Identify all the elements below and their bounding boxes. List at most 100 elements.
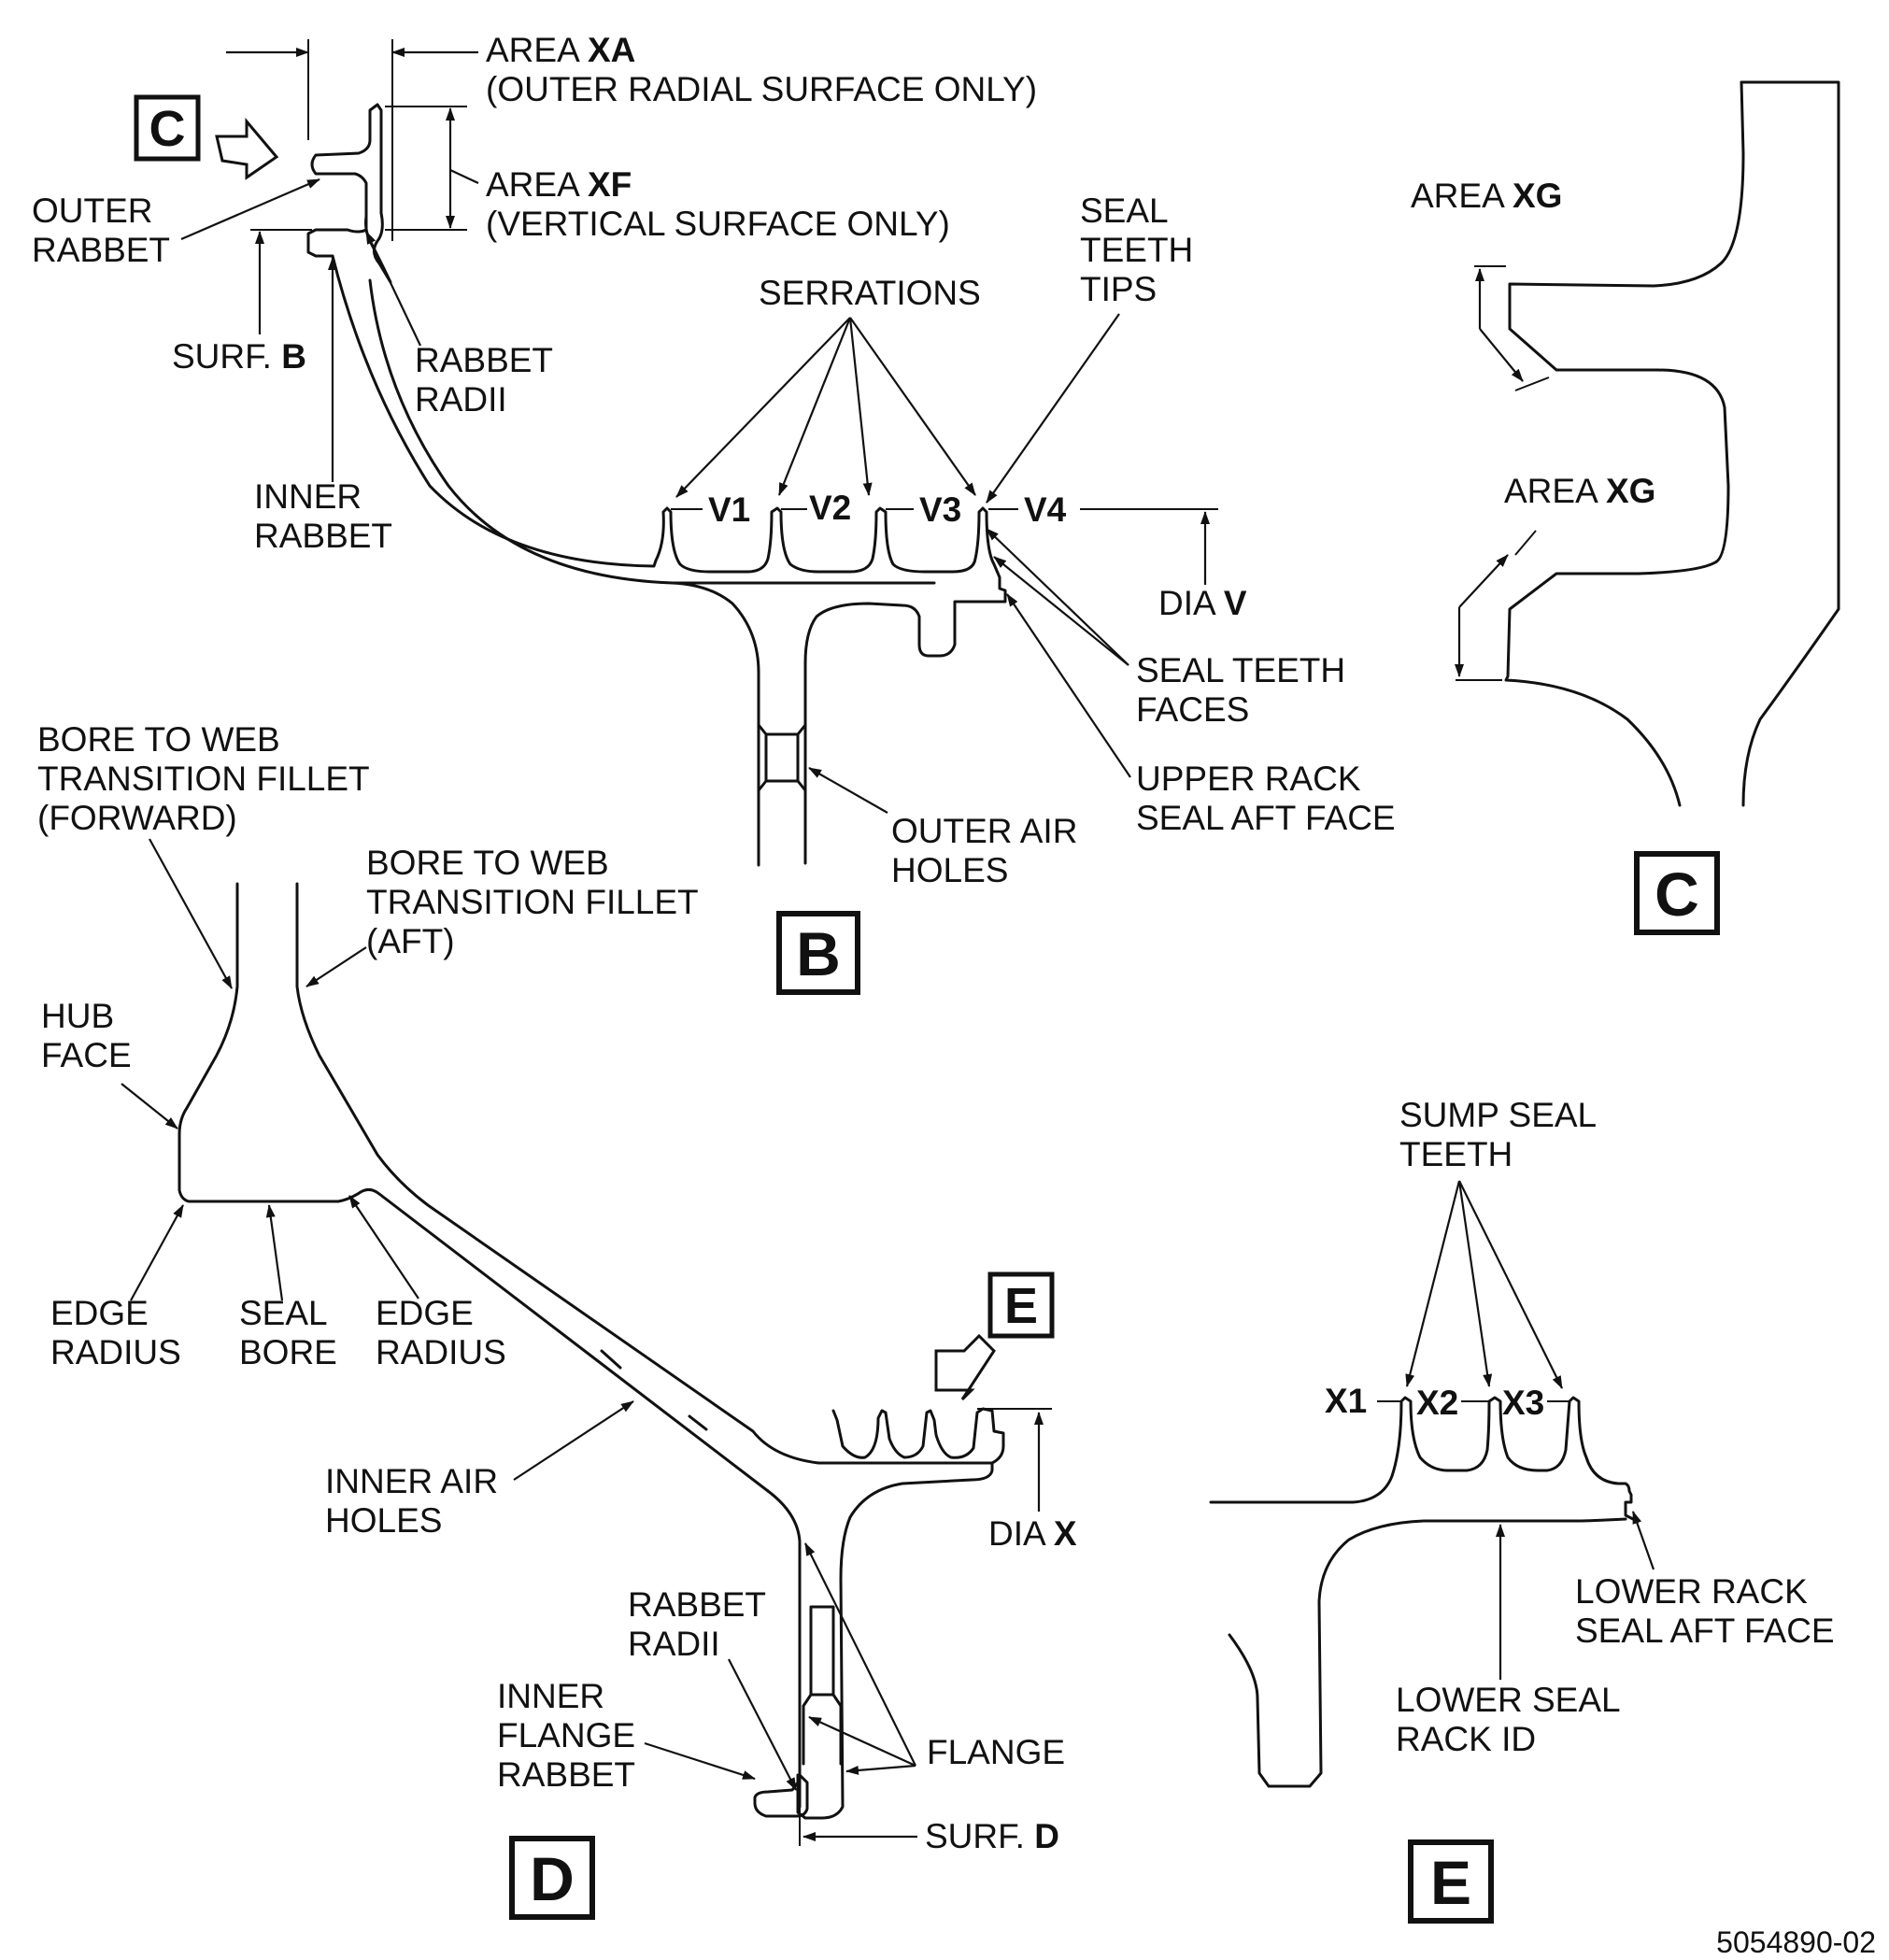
upper-rack-line-2: SEAL AFT FACE — [1136, 799, 1396, 837]
view-b-seal-teeth-outline — [654, 506, 1007, 604]
outer-rabbet-leader — [180, 178, 320, 241]
view-d-lower-rack — [796, 1461, 994, 1820]
edge-radius-left-line-1: EDGE — [50, 1294, 149, 1332]
serrations-leader-4 — [849, 317, 976, 496]
view-b-web-outer — [331, 254, 658, 568]
view-d-hub-left — [178, 882, 770, 1493]
view-d-inner-flange-rabbet — [753, 1773, 809, 1818]
upper-rack-line-1: UPPER RACK — [1136, 760, 1361, 798]
d-rabbet-radii-line-1: RABBET — [628, 1585, 766, 1624]
xg1-ext2 — [1514, 376, 1550, 391]
outer-rabbet-line-1: OUTER — [32, 192, 153, 230]
bore-aft-line-2: TRANSITION FILLET — [366, 883, 699, 921]
serrations-leader-2 — [777, 317, 852, 496]
outer-air-holes-line-2: HOLES — [891, 851, 1008, 889]
rabbet-radii-line-2: RADII — [415, 380, 507, 419]
serrations-leader-1 — [675, 317, 851, 498]
flange-leader-1 — [804, 1542, 916, 1767]
edge-radius-right-line-2: RADIUS — [376, 1333, 506, 1371]
area-xf-label: AREA XF — [486, 165, 632, 204]
view-label-c-small: C — [134, 94, 201, 162]
outer-rabbet-line-2: RABBET — [32, 231, 170, 269]
xf-leader — [449, 169, 479, 184]
bore-fwd-leader — [149, 838, 233, 989]
view-b-group — [180, 39, 1218, 867]
seal-teeth-tips-line-3: TIPS — [1080, 270, 1157, 308]
view-d-flange-holes — [802, 1605, 843, 1766]
rabbet-radii-leader — [365, 231, 421, 347]
view-b-web-to-stem — [671, 581, 760, 867]
view-d-flange — [766, 1489, 802, 1809]
flange-leader-3 — [845, 1764, 916, 1775]
serrations-label: SERRATIONS — [759, 274, 981, 312]
seal-teeth-faces-leader-2 — [993, 556, 1129, 666]
lower-seal-rack-id-line-1: LOWER SEAL — [1396, 1681, 1621, 1719]
view-label-e-small: E — [987, 1271, 1055, 1339]
xg1-dim2 — [1479, 328, 1524, 382]
flange-label: FLANGE — [927, 1733, 1065, 1771]
bore-fwd-line-2: TRANSITION FILLET — [37, 760, 370, 798]
lower-rack-line-1: LOWER RACK — [1575, 1572, 1808, 1611]
inner-air-holes-leader — [513, 1400, 634, 1481]
surf-b-label: SURF. B — [172, 337, 306, 376]
lower-rack-line-2: SEAL AFT FACE — [1575, 1612, 1835, 1650]
view-c-right-edge — [1740, 80, 1840, 807]
inner-rabbet-line-2: RABBET — [254, 517, 392, 555]
seal-teeth-tips-line-2: TEETH — [1080, 231, 1193, 269]
bore-aft-leader — [305, 946, 367, 987]
seal-teeth-tips-leader — [986, 313, 1120, 504]
d-rabbet-radii-line-2: RADII — [628, 1625, 720, 1663]
view-e-small-letter: E — [1004, 1278, 1038, 1334]
seal-teeth-tips-line-1: SEAL — [1080, 192, 1169, 230]
sump-seal-leader-3 — [1458, 1180, 1563, 1389]
tooth-label-v4: V4 — [1024, 490, 1067, 529]
xg2-dim — [1458, 554, 1509, 608]
seal-teeth-faces-line-2: FACES — [1136, 690, 1249, 729]
bore-aft-line-1: BORE TO WEB — [366, 844, 609, 882]
view-label-c: C — [1634, 851, 1720, 935]
area-xa-label: AREA XA — [486, 31, 635, 69]
outer-air-holes-line-1: OUTER AIR — [891, 812, 1077, 850]
edge-radius-left-leader — [130, 1204, 184, 1301]
seal-teeth-faces-line-1: SEAL TEETH — [1136, 651, 1345, 689]
d-rabbet-radii-leader — [728, 1658, 797, 1791]
sump-seal-teeth-line-1: SUMP SEAL — [1399, 1096, 1597, 1134]
xg2-ext — [1514, 530, 1537, 556]
sump-seal-teeth-line-2: TEETH — [1399, 1135, 1513, 1173]
area-xf-note: (VERTICAL SURFACE ONLY) — [486, 205, 950, 243]
bore-fwd-line-3: (FORWARD) — [37, 799, 237, 837]
hub-face-leader — [121, 1083, 178, 1129]
inner-flange-rabbet-line-2: FLANGE — [497, 1716, 635, 1754]
hub-face-line-1: HUB — [41, 997, 114, 1035]
flange-leader-2 — [808, 1715, 916, 1768]
tooth-label-v1: V1 — [708, 490, 750, 529]
view-label-b: B — [776, 911, 860, 995]
seal-bore-line-2: BORE — [239, 1333, 337, 1371]
bore-fwd-line-1: BORE TO WEB — [37, 720, 280, 759]
bore-aft-line-3: (AFT) — [366, 922, 455, 960]
view-label-d: D — [509, 1836, 595, 1920]
view-b-letter: B — [796, 919, 841, 988]
view-d-hub-right — [295, 882, 1005, 1465]
view-c-right-outline — [1504, 80, 1745, 807]
tooth-label-x3: X3 — [1502, 1384, 1544, 1422]
view-b-arm-slot — [803, 600, 1000, 865]
area-xa-note: (OUTER RADIAL SURFACE ONLY) — [486, 70, 1037, 108]
inner-air-hole-mark-2 — [688, 1414, 708, 1431]
view-b-outer-air-hole — [757, 723, 807, 792]
tooth-label-v2: V2 — [809, 489, 851, 527]
view-c-letter: C — [1655, 859, 1699, 929]
surf-d-label: SURF. D — [925, 1817, 1059, 1855]
edge-radius-right-leader — [348, 1195, 419, 1300]
sump-seal-leader-1 — [1405, 1180, 1461, 1387]
view-label-e: E — [1408, 1839, 1494, 1924]
inner-rabbet-line-1: INNER — [254, 477, 362, 516]
dia-x-label: DIA X — [988, 1514, 1077, 1553]
view-d-letter: D — [530, 1844, 575, 1913]
edge-radius-left-line-2: RADIUS — [50, 1333, 181, 1371]
view-c-direction-arrow — [215, 117, 279, 180]
lower-rack-leader — [1631, 1511, 1655, 1570]
view-c-group — [1455, 80, 1840, 807]
view-d-group — [121, 838, 1052, 1846]
